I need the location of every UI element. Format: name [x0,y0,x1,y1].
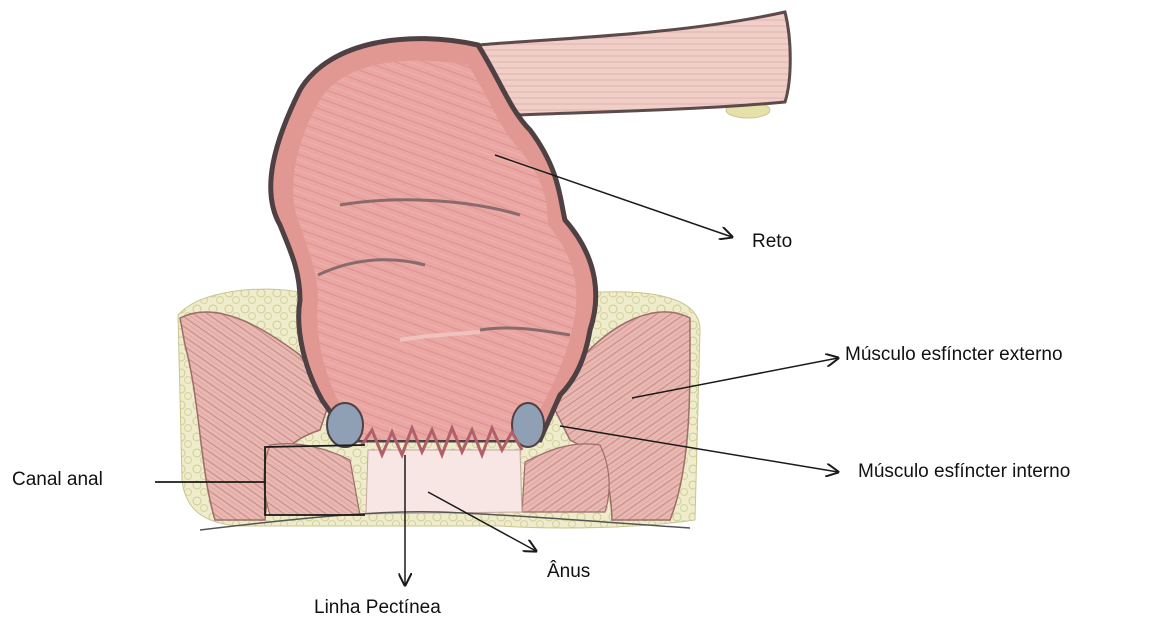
anal-canal [366,450,522,514]
label-reto: Reto [752,232,792,251]
label-anus: Ânus [547,562,590,581]
vascular-cushion-left [327,403,363,447]
rectum-tube [478,12,790,115]
label-esfincter-interno: Músculo esfíncter interno [858,462,1070,481]
rectal-mucosa [293,61,576,440]
label-canal-anal: Canal anal [12,470,103,489]
label-esfincter-externo: Músculo esfíncter externo [845,345,1063,364]
label-linha-pectinea: Linha Pectínea [314,598,441,617]
